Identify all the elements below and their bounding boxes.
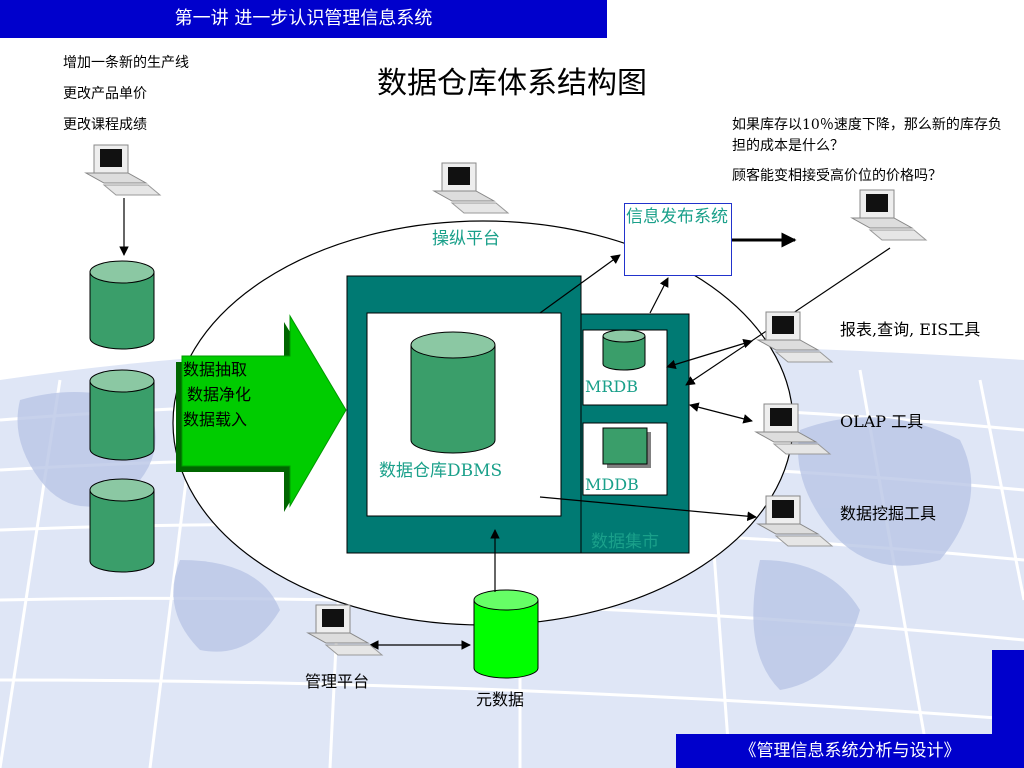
header-title: 第一讲 进一步认识管理信息系统 bbox=[174, 8, 433, 29]
computer-icon bbox=[850, 189, 928, 241]
tool-report-label: 报表,查询, EIS工具 bbox=[840, 320, 981, 339]
header-bar bbox=[0, 0, 607, 38]
mrdb-cylinder bbox=[602, 329, 646, 371]
etl-label: 数据净化 bbox=[187, 385, 252, 404]
etl-label: 数据载入 bbox=[183, 410, 248, 429]
warehouse-cylinder bbox=[410, 331, 496, 454]
tool-mining-label: 数据挖掘工具 bbox=[840, 504, 937, 523]
computer-icon bbox=[756, 495, 834, 547]
source-note: 增加一条新的生产线 bbox=[63, 55, 189, 71]
mrdb-label: MRDB bbox=[585, 377, 639, 396]
control-platform-label: 操纵平台 bbox=[432, 229, 500, 249]
etl-label: 数据抽取 bbox=[183, 360, 248, 379]
source-note: 更改产品单价 bbox=[63, 86, 147, 102]
computer-icon bbox=[756, 311, 834, 363]
mddb-label: MDDB bbox=[585, 475, 639, 494]
corner-decoration bbox=[992, 650, 1024, 734]
diagram-title: 数据仓库体系结构图 bbox=[377, 66, 647, 101]
question-1: 如果库存以10％速度下降，那么新的库存负担的成本是什么？ bbox=[732, 117, 1002, 154]
source-database-cylinder bbox=[89, 369, 155, 461]
footer-bar bbox=[676, 734, 1024, 768]
source-database-cylinder bbox=[89, 260, 155, 350]
mddb-cube bbox=[602, 427, 651, 468]
publish-system-label: 信息发布系统 bbox=[626, 207, 728, 227]
data-mart-label: 数据集市 bbox=[591, 532, 659, 552]
metadata-label: 元数据 bbox=[476, 690, 525, 709]
tool-olap-label: OLAP 工具 bbox=[840, 412, 924, 431]
footer-text: 《管理信息系统分析与设计》 bbox=[739, 741, 961, 761]
source-note: 更改课程成绩 bbox=[63, 117, 147, 133]
etl-arrow bbox=[176, 314, 347, 512]
computer-icon bbox=[306, 604, 384, 656]
publish-system-box bbox=[624, 203, 732, 276]
admin-platform-label: 管理平台 bbox=[305, 672, 370, 691]
dw-dbms-label: 数据仓库DBMS bbox=[379, 461, 503, 481]
computer-icon bbox=[754, 403, 832, 455]
computer-icon bbox=[432, 162, 510, 214]
metadata-cylinder bbox=[473, 589, 539, 679]
question-2: 顾客能变相接受高价位的价格吗？ bbox=[732, 168, 942, 184]
source-database-cylinder bbox=[89, 478, 155, 573]
computer-icon bbox=[84, 144, 162, 196]
